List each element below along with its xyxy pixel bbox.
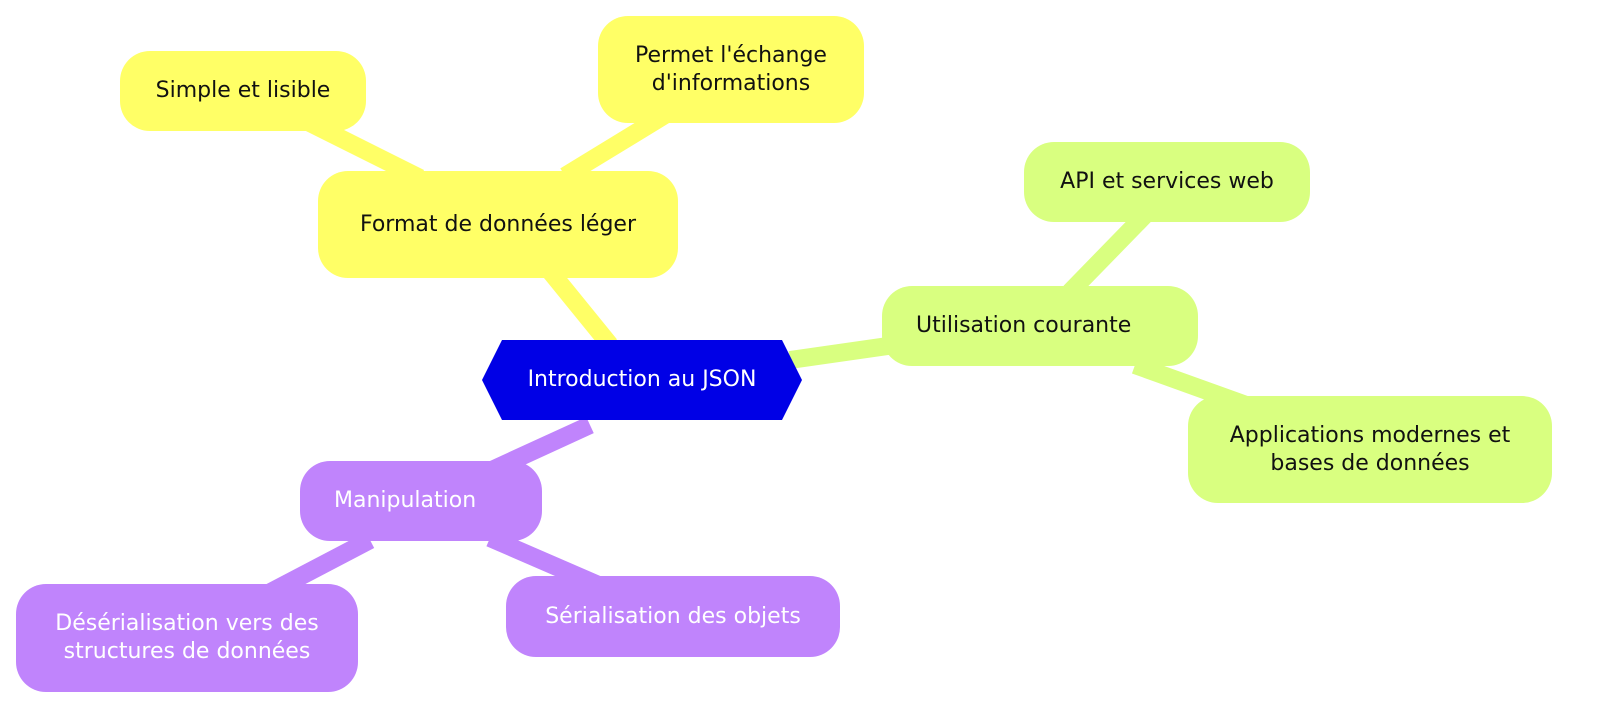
node-api[interactable]: API et services web [1024, 142, 1310, 222]
node-api-label: API et services web [1060, 169, 1274, 194]
node-serialisation[interactable]: Sérialisation des objets [506, 576, 840, 657]
node-echange[interactable]: Permet l'échange d'informations [598, 16, 864, 123]
link-root-usage [788, 336, 897, 369]
node-serialisation-label: Sérialisation des objets [545, 603, 801, 629]
node-format-label: Format de données léger [359, 211, 637, 237]
node-root[interactable]: Introduction au JSON [482, 340, 802, 420]
node-manipulation-label: Manipulation [334, 488, 477, 513]
node-deserialisation[interactable]: Désérialisation vers des structures de d… [16, 584, 358, 692]
node-format[interactable]: Format de données léger [318, 171, 678, 278]
node-deserialisation-label: Désérialisation vers des structures de d… [55, 611, 319, 664]
node-usage-label: Utilisation courante [916, 313, 1132, 338]
node-manipulation[interactable]: Manipulation [300, 461, 542, 541]
link-usage-api [1063, 208, 1152, 299]
node-root-label: Introduction au JSON [527, 367, 757, 392]
node-applications-label: Applications modernes et bases de donnée… [1229, 422, 1511, 476]
node-simple-lisible-label: Simple et lisible [155, 78, 331, 103]
node-echange-label: Permet l'échange d'informations [635, 42, 827, 96]
node-simple-lisible[interactable]: Simple et lisible [120, 51, 366, 131]
link-root-format [538, 259, 617, 351]
link-format-echange [560, 107, 670, 184]
node-usage[interactable]: Utilisation courante [882, 286, 1198, 366]
node-applications[interactable]: Applications modernes et bases de donnée… [1188, 396, 1552, 503]
